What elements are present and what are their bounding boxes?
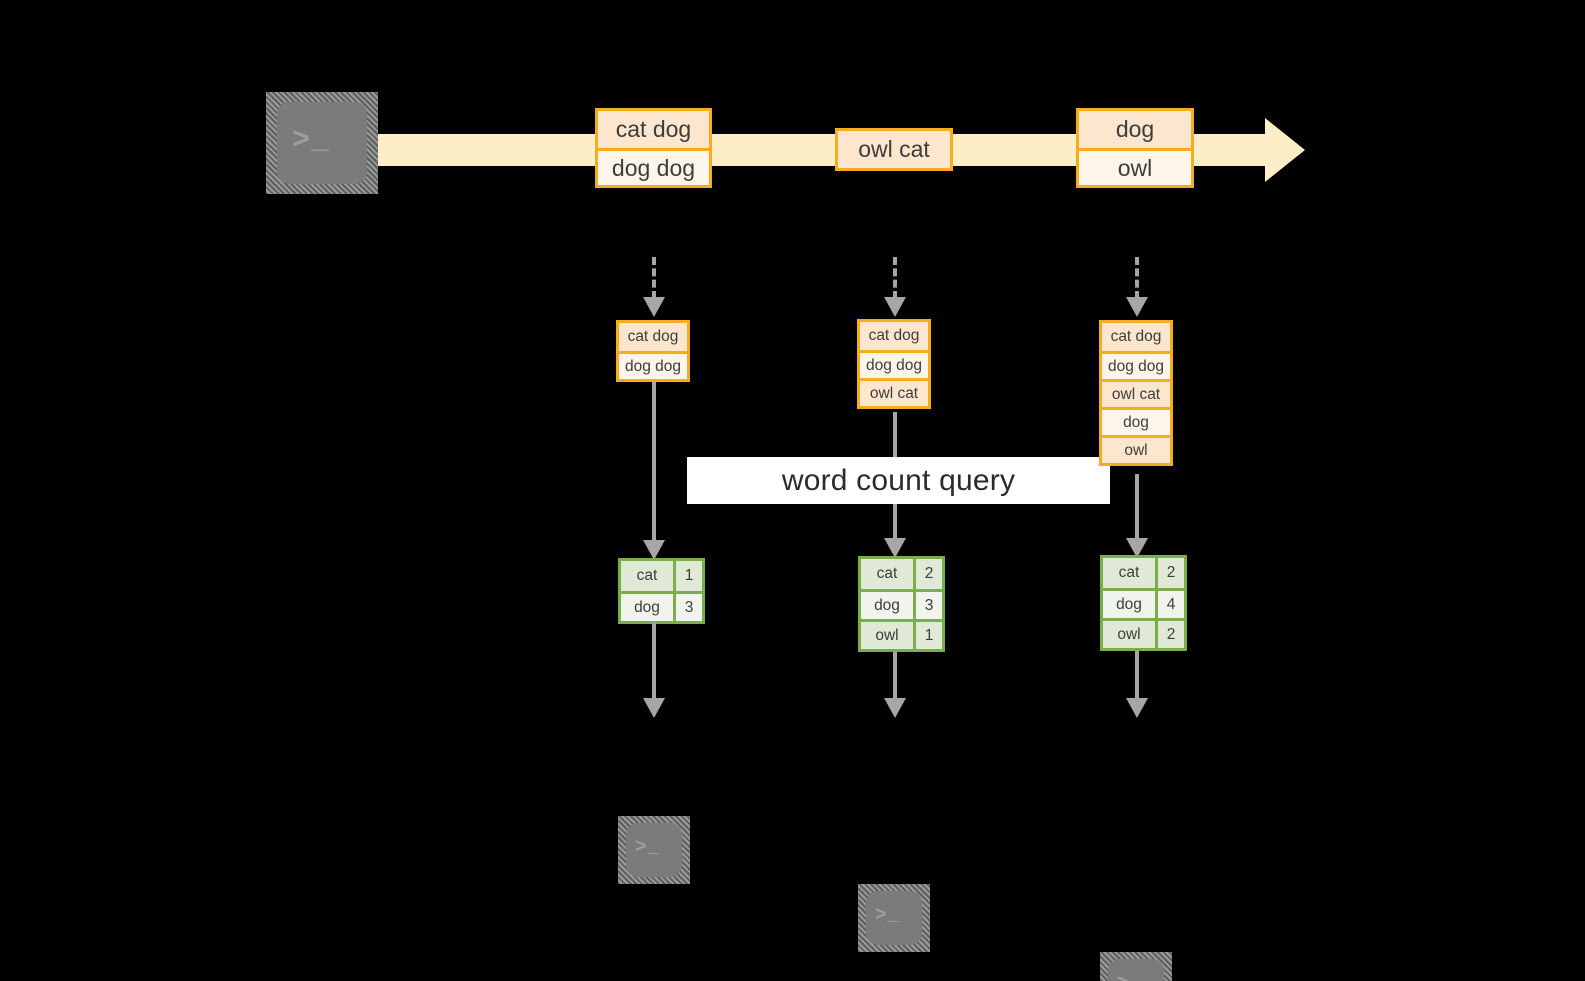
result-row: dog 3 (621, 591, 702, 621)
input-line: owl cat (860, 378, 928, 406)
snapshot-3-query-line (1135, 474, 1139, 552)
snapshot-2-sink-arrowhead (884, 698, 906, 718)
snapshot-1-sink-arrowhead (643, 698, 665, 718)
snapshot-2-trigger-line (893, 257, 897, 299)
stream-record-line: dog (1079, 111, 1191, 148)
snapshot-1-sink-terminal-icon[interactable]: >_ (618, 816, 690, 884)
terminal-screen: >_ (626, 823, 682, 877)
snapshot-3-input-stack[interactable]: cat dog dog dog owl cat dog owl (1099, 320, 1173, 466)
stream-record-batch-2[interactable]: owl cat (835, 128, 953, 171)
stream-record-batch-1[interactable]: cat dog dog dog (595, 108, 712, 188)
snapshot-2-result-table[interactable]: cat 2 dog 3 owl 1 (858, 556, 945, 652)
result-word: owl (861, 622, 913, 649)
input-line: owl cat (1102, 379, 1170, 407)
result-word: cat (861, 559, 913, 589)
result-word: cat (1103, 558, 1155, 588)
input-line: cat dog (619, 323, 687, 351)
result-row: cat 2 (861, 559, 942, 589)
snapshot-2-trigger-arrowhead (884, 297, 906, 317)
snapshot-1-sink-line (652, 622, 656, 700)
query-label-text: word count query (781, 463, 1016, 497)
result-word: dog (621, 594, 673, 621)
snapshot-3-sink-arrowhead (1126, 698, 1148, 718)
snapshot-3-query-arrowhead (1126, 538, 1148, 558)
input-line: cat dog (860, 322, 928, 350)
result-row: cat 1 (621, 561, 702, 591)
result-count: 3 (673, 594, 702, 621)
result-row: dog 3 (861, 589, 942, 619)
snapshot-1-trigger-line (652, 257, 656, 299)
result-count: 3 (913, 592, 942, 619)
terminal-prompt-glyph: >_ (875, 904, 900, 926)
terminal-prompt-glyph: >_ (635, 836, 660, 858)
snapshot-3-sink-line (1135, 651, 1139, 700)
snapshot-2-sink-terminal-icon[interactable]: >_ (858, 884, 930, 952)
result-row: cat 2 (1103, 558, 1184, 588)
stream-record-line: owl cat (838, 131, 950, 168)
terminal-screen: >_ (1108, 959, 1164, 981)
result-word: dog (1103, 591, 1155, 618)
result-count: 1 (913, 622, 942, 649)
result-count: 2 (913, 559, 942, 589)
result-count: 4 (1155, 591, 1184, 618)
result-row: owl 2 (1103, 618, 1184, 648)
stream-record-batch-3[interactable]: dog owl (1076, 108, 1194, 188)
result-word: cat (621, 561, 673, 591)
snapshot-1-query-arrowhead (643, 540, 665, 560)
snapshot-2-query-arrowhead (884, 538, 906, 558)
result-count: 2 (1155, 621, 1184, 648)
result-count: 2 (1155, 558, 1184, 588)
snapshot-1-input-stack[interactable]: cat dog dog dog (616, 320, 690, 382)
input-line: owl (1102, 435, 1170, 463)
result-word: dog (861, 592, 913, 619)
stream-arrowhead (1265, 118, 1305, 182)
stream-record-line: dog dog (598, 148, 709, 185)
stream-record-line: owl (1079, 148, 1191, 185)
snapshot-3-trigger-arrowhead (1126, 297, 1148, 317)
query-label-band: word count query (687, 457, 1110, 504)
snapshot-1-trigger-arrowhead (643, 297, 665, 317)
result-row: owl 1 (861, 619, 942, 649)
snapshot-1-query-line (652, 382, 656, 554)
terminal-prompt-glyph: >_ (292, 124, 331, 158)
terminal-screen: >_ (277, 102, 367, 184)
input-line: dog dog (619, 351, 687, 379)
result-row: dog 4 (1103, 588, 1184, 618)
terminal-screen: >_ (866, 891, 922, 945)
input-line: dog (1102, 407, 1170, 435)
input-line: dog dog (860, 350, 928, 378)
input-line: cat dog (1102, 323, 1170, 351)
result-word: owl (1103, 621, 1155, 648)
snapshot-3-result-table[interactable]: cat 2 dog 4 owl 2 (1100, 555, 1187, 651)
snapshot-3-sink-terminal-icon[interactable]: >_ (1100, 952, 1172, 981)
snapshot-2-input-stack[interactable]: cat dog dog dog owl cat (857, 319, 931, 409)
snapshot-1-result-table[interactable]: cat 1 dog 3 (618, 558, 705, 624)
snapshot-3-trigger-line (1135, 257, 1139, 299)
terminal-prompt-glyph: >_ (1117, 974, 1142, 981)
input-line: dog dog (1102, 351, 1170, 379)
stream-record-line: cat dog (598, 111, 709, 148)
snapshot-2-sink-line (893, 652, 897, 700)
source-terminal-icon[interactable]: >_ (266, 92, 378, 194)
result-count: 1 (673, 561, 702, 591)
